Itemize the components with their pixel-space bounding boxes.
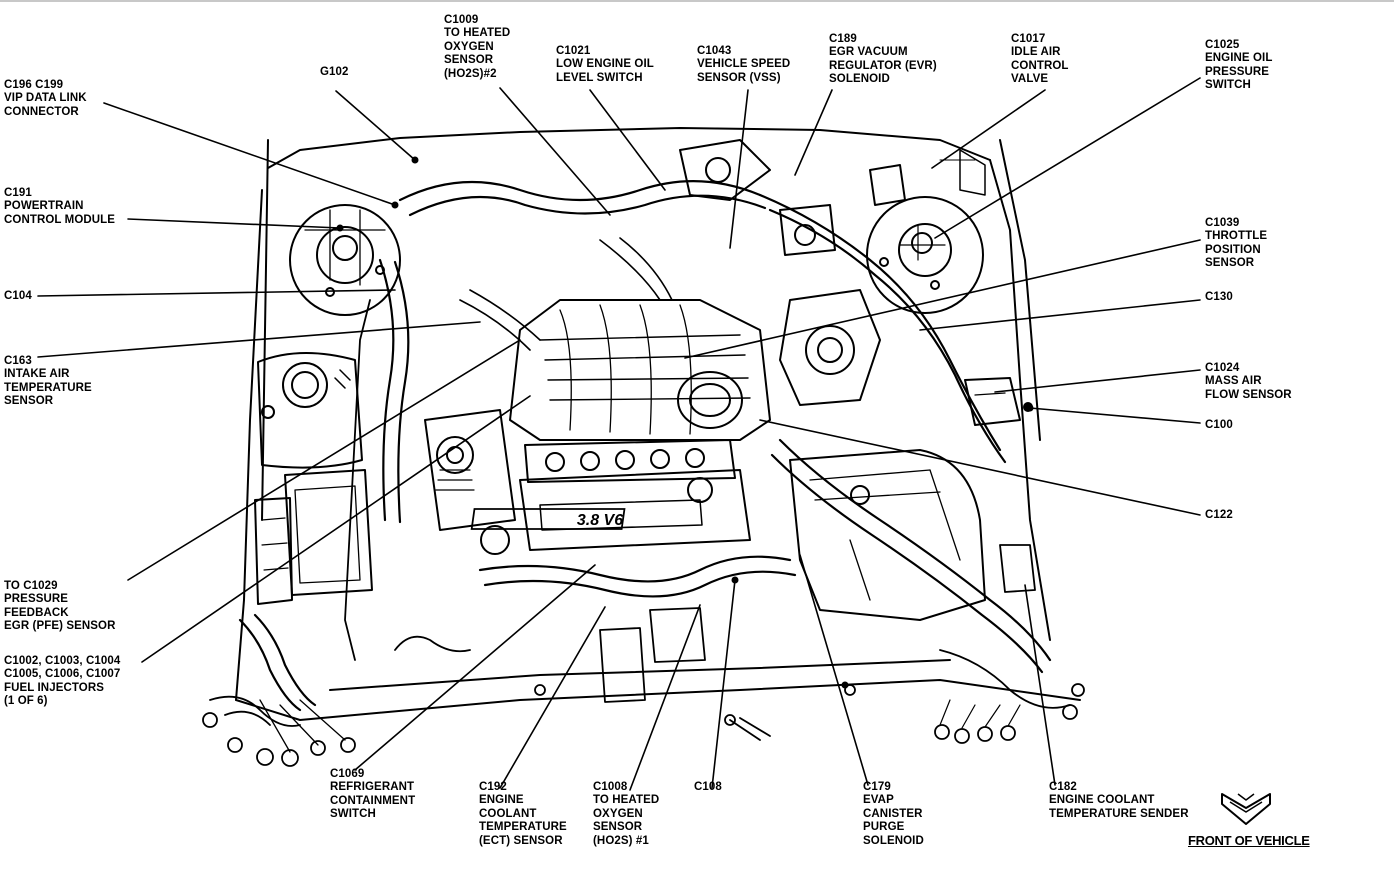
front-hoses <box>344 299 856 741</box>
label-c192-ect: C192 ENGINE COOLANT TEMPERATURE (ECT) SE… <box>479 781 567 847</box>
alternator <box>424 409 516 555</box>
label-c1039-tps: C1039 THROTTLE POSITION SENSOR <box>1205 217 1268 270</box>
engine-badge: 3.8 V6 <box>577 512 623 529</box>
compartment-outline <box>235 127 1081 721</box>
label-c130: C130 <box>1205 291 1233 303</box>
right-strut-tower <box>866 196 984 314</box>
ignition-coil-pack <box>524 439 736 503</box>
relay-box <box>254 469 373 605</box>
left-connector-cluster <box>202 695 356 767</box>
label-c179-evap-purge: C179 EVAP CANISTER PURGE SOLENOID <box>863 781 924 847</box>
label-c100: C100 <box>1205 419 1233 431</box>
front-of-vehicle-label: FRONT OF VEHICLE <box>1188 833 1310 848</box>
front-direction-arrow-icon <box>1221 793 1271 825</box>
label-c196-vip-data-link: C196 C199 VIP DATA LINK CONNECTOR <box>4 79 87 118</box>
label-c1043-vss: C1043 VEHICLE SPEED SENSOR (VSS) <box>697 45 791 84</box>
coolant-reservoir <box>257 351 363 469</box>
left-strut-tower <box>289 204 401 316</box>
label-fuel-injectors: C1002, C1003, C1004 C1005, C1006, C1007 … <box>4 655 121 708</box>
wiring-harness <box>238 180 1052 712</box>
leader-lines <box>37 77 1201 791</box>
label-c108: C108 <box>694 781 722 793</box>
leader-dots <box>336 156 1034 689</box>
label-c1017-iac: C1017 IDLE AIR CONTROL VALVE <box>1011 33 1069 86</box>
label-c1024-maf: C1024 MASS AIR FLOW SENSOR <box>1205 362 1292 401</box>
engine-badge-group: 3.8 V6 <box>470 508 626 530</box>
air-cleaner <box>789 449 986 621</box>
label-c1069-refrigerant: C1069 REFRIGERANT CONTAINMENT SWITCH <box>330 768 416 821</box>
label-c191-pcm: C191 POWERTRAIN CONTROL MODULE <box>4 187 116 226</box>
top-rule <box>0 0 1394 2</box>
label-c1021-oil-level: C1021 LOW ENGINE OIL LEVEL SWITCH <box>556 45 654 84</box>
label-c182-coolant-sender: C182 ENGINE COOLANT TEMPERATURE SENDER <box>1049 781 1189 820</box>
label-c104: C104 <box>4 290 32 302</box>
valve-cover <box>519 469 751 551</box>
label-c1029-pfe: TO C1029 PRESSURE FEEDBACK EGR (PFE) SEN… <box>4 580 116 633</box>
label-c163-iat: C163 INTAKE AIR TEMPERATURE SENSOR <box>4 355 92 408</box>
label-c1025-oil-pressure: C1025 ENGINE OIL PRESSURE SWITCH <box>1205 39 1273 92</box>
label-c189-evr: C189 EGR VACUUM REGULATOR (EVR) SOLENOID <box>829 33 937 86</box>
right-connector-cluster <box>934 544 1085 744</box>
intake-manifold <box>509 299 771 441</box>
label-c122: C122 <box>1205 509 1233 521</box>
label-c1008-ho2s-1: C1008 TO HEATED OXYGEN SENSOR (HO2S) #1 <box>593 781 660 847</box>
upper-right-components <box>679 139 906 256</box>
throttle-body <box>779 289 881 406</box>
label-g102: G102 <box>320 66 349 78</box>
label-c1009-ho2s-2: C1009 TO HEATED OXYGEN SENSOR (HO2S)#2 <box>444 14 511 80</box>
